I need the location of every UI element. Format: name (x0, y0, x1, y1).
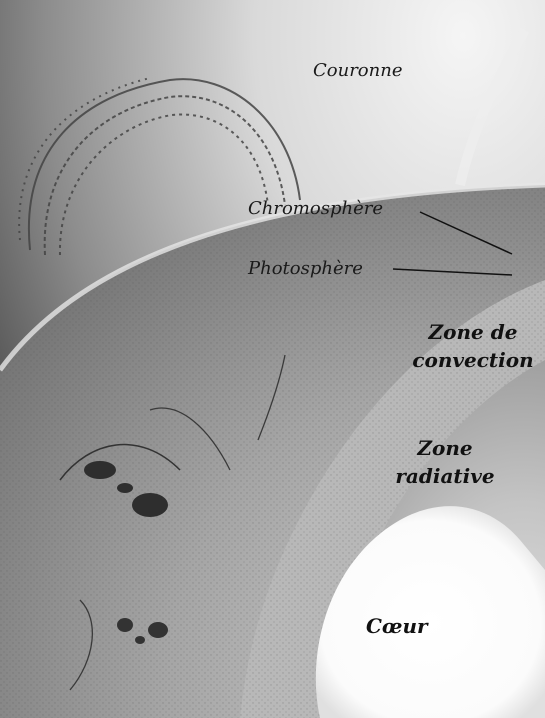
radiative-zone-label: Zone radiative (385, 434, 505, 490)
radiative-zone-label-line1: Zone (385, 434, 505, 462)
corona-label: Couronne (313, 60, 402, 81)
photosphere-label: Photosphère (248, 258, 363, 279)
radiative-zone-label-line2: radiative (385, 462, 505, 490)
core-label: Cœur (366, 614, 428, 638)
convection-zone-label-line1: Zone de (408, 318, 538, 346)
convection-zone-label-line2: convection (408, 346, 538, 374)
convection-zone-label: Zone de convection (408, 318, 538, 374)
chromosphere-label: Chromosphère (248, 198, 383, 219)
